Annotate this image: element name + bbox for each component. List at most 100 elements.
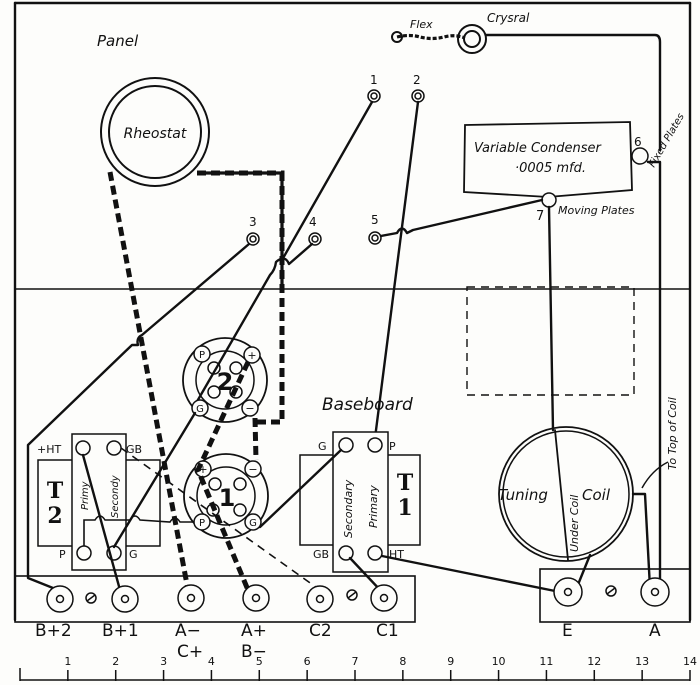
ruler-tick-label: 10: [492, 655, 506, 668]
svg-text:G: G: [318, 440, 327, 453]
wire-moving-plates-down: [547, 205, 555, 432]
under-coil-label: Under Coil: [568, 495, 581, 552]
svg-text:+: +: [247, 349, 256, 362]
coil-label: Coil: [582, 486, 611, 504]
terminal-7-label: 7: [536, 209, 544, 224]
baseboard-label: Baseboard: [322, 395, 413, 415]
terminal-strip-right: [539, 568, 691, 623]
ruler-tick-label: 5: [256, 655, 263, 668]
svg-text:B+1: B+1: [102, 621, 139, 641]
terminal-C1: [370, 584, 398, 612]
terminal-strip-left: [14, 575, 416, 623]
svg-text:G: G: [249, 518, 257, 529]
svg-text:GB: GB: [313, 548, 329, 561]
panel-terminal-5: 5: [368, 213, 382, 245]
condenser-value: ·0005 mfd.: [515, 161, 586, 176]
svg-text:P: P: [389, 440, 396, 453]
wire-terminal-3-to-T2: [26, 242, 251, 592]
terminal-A: [640, 577, 670, 607]
terminal-A-plus: [242, 584, 270, 612]
transformer-T2: T 2 Primy Secondy +HT GB P G: [37, 433, 161, 571]
T2-letter: T: [47, 478, 64, 504]
valve-1-number: 1: [219, 484, 236, 512]
ruler-tick-label: 12: [587, 655, 601, 668]
valve-socket-2: 2 P + G −: [182, 337, 268, 423]
fixed-plates-terminal: [631, 147, 649, 165]
T2-secondary-label: Secondy: [110, 474, 121, 518]
wire-terminal-2-to-T1-P: [373, 100, 420, 440]
svg-text:E: E: [562, 621, 573, 641]
top-of-coil-arrow: [641, 461, 669, 489]
terminal-A-minus: [177, 584, 205, 612]
wire-terminal-4-to-valve2-G: [193, 242, 314, 407]
panel-terminals: 1 2 3 4 5: [246, 73, 425, 246]
valve-2-number: 2: [217, 368, 234, 396]
wire-T1-G-to-valve1-G: [258, 448, 343, 529]
screw-icon: [85, 592, 97, 604]
terminal-6-label: 6: [634, 135, 642, 149]
wire-crystal-to-fixed-plates: [484, 33, 662, 152]
ruler-tick-label: 14: [683, 655, 697, 668]
wire-T2-hot-to-B+1: [81, 453, 122, 592]
wire-terminal-1-to-T2: [280, 100, 374, 292]
flex-lead: Flex: [391, 18, 466, 43]
svg-text:A: A: [649, 621, 661, 641]
terminal-labels: B+2 B+1 A− C+ A+ B− C2 C1 E A: [35, 621, 661, 662]
T2-primary-label: Primy: [80, 480, 91, 510]
terminal-C2: [306, 585, 334, 613]
svg-text:B+2: B+2: [35, 621, 72, 641]
top-of-coil-label: To Top of Coil: [666, 397, 679, 470]
terminal-B+2: [46, 585, 74, 613]
T2-number: 2: [47, 503, 62, 529]
T1-letter: T: [397, 470, 414, 496]
variable-condenser: Variable Condenser ·0005 mfd. 6 Fixed Pl…: [463, 112, 687, 224]
ruler-tick-label: 6: [304, 655, 311, 668]
svg-text:5: 5: [371, 213, 379, 227]
T1-primary-label: Primary: [367, 485, 380, 528]
crystal-label: Crysral: [487, 11, 530, 25]
svg-text:G: G: [196, 404, 204, 415]
wire-rheostat-to-valve: [197, 170, 285, 425]
svg-text:GB: GB: [126, 443, 142, 456]
tuning-coil: Tuning Coil Under Coil: [498, 426, 634, 562]
svg-text:+: +: [198, 463, 207, 476]
ruler-tick-label: 11: [539, 655, 553, 668]
screw-icon: [605, 585, 617, 597]
svg-text:2: 2: [413, 73, 421, 87]
diagram-frame: [13, 1, 692, 622]
T1-number: 1: [397, 495, 412, 521]
svg-text:−: −: [245, 402, 254, 415]
crystal-detector: Crysral: [457, 11, 530, 54]
wire-T1-HT-to-E: [380, 554, 562, 594]
wire-rheostat-heavy: [107, 171, 191, 591]
ruler-tick-label: 1: [64, 655, 71, 668]
flex-label: Flex: [410, 18, 433, 31]
wire-T2-G-to-valve2-G: [112, 411, 197, 549]
svg-text:3: 3: [249, 215, 257, 229]
transformer-T1: T 1 Secondary Primary G P GB HT: [299, 431, 421, 573]
wire-T1-GB-to-C1: [348, 556, 384, 594]
svg-text:A+: A+: [241, 621, 267, 641]
svg-text:4: 4: [309, 215, 317, 229]
svg-text:P: P: [199, 518, 205, 529]
ruler-tick-label: 7: [352, 655, 359, 668]
moving-plates-label: Moving Plates: [558, 204, 635, 217]
tuning-label: Tuning: [498, 486, 548, 504]
valve-socket-1: 1 + − P G: [183, 453, 269, 539]
panel-terminal-1: 1: [367, 73, 381, 103]
svg-text:A−: A−: [175, 621, 201, 641]
svg-text:C2: C2: [309, 621, 332, 641]
ruler-tick-label: 4: [208, 655, 215, 668]
moving-plates-terminal: [541, 192, 557, 208]
svg-text:P: P: [199, 350, 205, 361]
panel-terminal-2: 2: [411, 73, 425, 103]
ruler-tick-label: 9: [447, 655, 454, 668]
svg-text:B−: B−: [241, 642, 267, 662]
terminal-B+1: [111, 585, 139, 613]
panel-label: Panel: [97, 32, 139, 50]
wire-T2-GB-dashed: [120, 447, 321, 591]
wire-filament-plus: [195, 360, 251, 591]
rheostat-label: Rheostat: [124, 126, 187, 142]
